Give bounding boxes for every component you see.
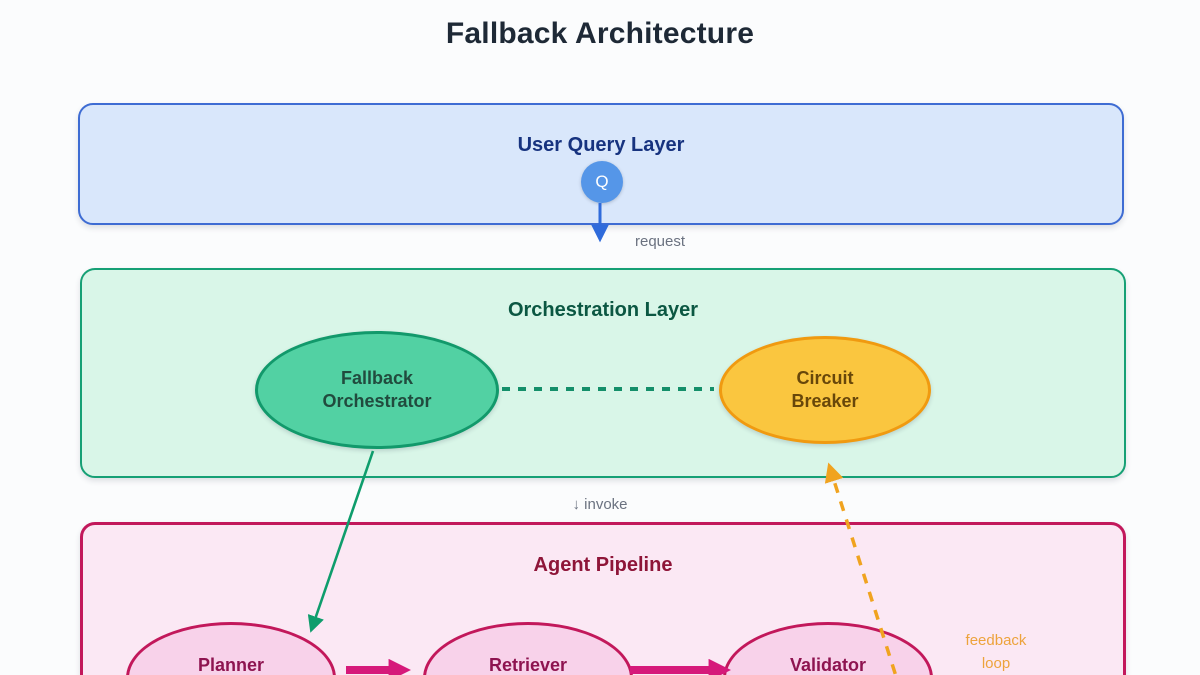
agent-pipeline-layer-title: Agent Pipeline	[533, 554, 673, 576]
fallback-orchestrator-label-line1: Fallback	[340, 368, 414, 388]
query-node-label: Q	[595, 172, 609, 191]
validator-node-label: Validator	[789, 654, 867, 675]
diagram-title: Fallback Architecture	[445, 17, 755, 50]
feedback-loop-label-line1: feedback	[965, 632, 1027, 649]
planner-node-label: Planner	[197, 654, 265, 675]
circuit-breaker-node: Circuit Breaker	[719, 336, 931, 444]
query-node: Q	[581, 161, 623, 203]
fallback-orchestrator-label-line2: Orchestrator	[322, 391, 432, 411]
fallback-orchestrator-node: Fallback Orchestrator	[255, 331, 499, 449]
orchestration-layer-title: Orchestration Layer	[507, 299, 699, 321]
request-edge-label: request	[635, 233, 686, 250]
feedback-loop-label-line2: loop	[981, 655, 1011, 672]
user-query-layer: User Query Layer Q	[78, 103, 1124, 225]
orchestration-layer: Orchestration Layer Fallback Orchestrato…	[80, 268, 1126, 478]
user-query-layer-title: User Query Layer	[517, 134, 685, 156]
feedback-loop-label: feedback loop	[945, 629, 1047, 675]
planner-node: Planner	[126, 622, 336, 675]
validator-node: Validator	[723, 622, 933, 675]
circuit-breaker-label-line1: Circuit	[796, 368, 854, 388]
agent-pipeline-layer: Agent Pipeline Planner Retriever Validat…	[80, 522, 1126, 675]
invoke-edge-label: ↓ invoke	[572, 496, 628, 513]
circuit-breaker-label-line2: Breaker	[791, 391, 859, 411]
retriever-node-label: Retriever	[488, 654, 568, 675]
retriever-node: Retriever	[423, 622, 633, 675]
